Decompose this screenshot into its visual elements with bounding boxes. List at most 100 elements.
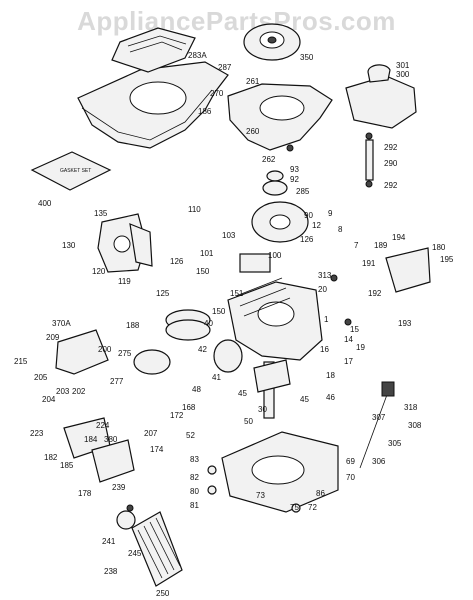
label-261: 261 [246, 77, 260, 86]
control-bracket [385, 247, 431, 293]
muffler [133, 349, 171, 375]
label-186: 186 [198, 107, 212, 116]
label-350: 350 [300, 53, 314, 62]
label-81: 81 [190, 501, 199, 510]
label-150-bottom: 150 [212, 307, 226, 316]
label-207: 207 [144, 429, 158, 438]
label-70: 70 [346, 473, 355, 482]
label-204: 204 [42, 395, 56, 404]
hardware-items [126, 144, 352, 513]
label-7: 7 [354, 241, 359, 250]
label-20: 20 [318, 285, 327, 294]
label-50: 50 [244, 417, 253, 426]
label-103: 103 [222, 231, 236, 240]
oil-sump-base [221, 431, 339, 513]
label-202: 202 [72, 387, 86, 396]
piston-assembly [165, 309, 243, 373]
label-17: 17 [344, 357, 353, 366]
label-41: 41 [212, 373, 221, 382]
label-195: 195 [440, 255, 454, 264]
label-224: 224 [96, 421, 110, 430]
label-292-top: 292 [384, 143, 398, 152]
air-filter [116, 510, 183, 587]
label-172: 172 [170, 411, 184, 420]
fuel-tank [345, 64, 417, 188]
label-72: 72 [308, 503, 317, 512]
air-cleaner-base [63, 417, 135, 483]
label-318: 318 [404, 403, 418, 412]
label-300: 300 [396, 70, 410, 79]
label-82: 82 [190, 473, 199, 482]
label-192: 192 [368, 289, 382, 298]
label-8: 8 [338, 225, 343, 234]
starter-assembly [243, 23, 301, 61]
label-92: 92 [290, 175, 299, 184]
crankshaft [253, 359, 291, 419]
label-69: 69 [346, 457, 355, 466]
label-14: 14 [344, 335, 353, 344]
label-270: 270 [210, 89, 224, 98]
label-283A: 283A [188, 51, 207, 60]
label-241: 241 [102, 537, 116, 546]
gasket-set-text: GASKET SET [60, 168, 91, 174]
label-239: 239 [112, 483, 126, 492]
label-238: 238 [104, 567, 118, 576]
label-200: 200 [98, 345, 112, 354]
label-100: 100 [268, 251, 282, 260]
label-194: 194 [392, 233, 406, 242]
label-205: 205 [34, 373, 48, 382]
label-174: 174 [150, 445, 164, 454]
label-209: 209 [46, 333, 60, 342]
oil-fill-tube [359, 381, 395, 469]
label-130: 130 [62, 241, 76, 250]
label-151: 151 [230, 289, 244, 298]
label-168: 168 [182, 403, 196, 412]
label-42: 42 [198, 345, 207, 354]
watermark: AppliancePartsPros.com [77, 6, 396, 36]
label-262: 262 [262, 155, 276, 164]
label-93: 93 [290, 165, 299, 174]
label-287: 287 [218, 63, 232, 72]
label-1: 1 [324, 315, 329, 324]
label-9: 9 [328, 209, 333, 218]
label-292-bottom: 292 [384, 181, 398, 190]
label-30: 30 [258, 405, 267, 414]
label-193: 193 [398, 319, 412, 328]
cylinder-block [227, 277, 323, 361]
label-184: 184 [84, 435, 98, 444]
label-150-top: 150 [196, 267, 210, 276]
label-86: 86 [316, 489, 325, 498]
label-185: 185 [60, 461, 74, 470]
callout-labels: 283A 287 350 301 300 270 261 186 260 292… [14, 51, 454, 598]
label-120: 120 [92, 267, 106, 276]
label-75: 75 [290, 503, 299, 512]
label-308: 308 [408, 421, 422, 430]
label-119: 119 [118, 277, 131, 286]
label-45-right: 45 [300, 395, 309, 404]
label-12: 12 [312, 221, 321, 230]
label-126-b: 126 [300, 235, 314, 244]
top-cover-part [111, 27, 196, 73]
label-260: 260 [246, 127, 260, 136]
label-306: 306 [372, 457, 386, 466]
label-125: 125 [156, 289, 170, 298]
label-73: 73 [256, 491, 265, 500]
label-40: 40 [204, 319, 213, 328]
label-48: 48 [192, 385, 201, 394]
label-245: 245 [128, 549, 142, 558]
label-301: 301 [396, 61, 410, 70]
label-400: 400 [38, 199, 52, 208]
label-215: 215 [14, 357, 28, 366]
label-80: 80 [190, 487, 199, 496]
flywheel [251, 170, 309, 243]
label-46: 46 [326, 393, 335, 402]
label-380: 380 [104, 435, 118, 444]
ignition-module [239, 253, 271, 273]
label-52: 52 [186, 431, 195, 440]
label-110: 110 [188, 205, 201, 214]
carburetor-body [97, 213, 153, 273]
label-313: 313 [318, 271, 332, 280]
label-188: 188 [126, 321, 140, 330]
label-180: 180 [432, 243, 446, 252]
